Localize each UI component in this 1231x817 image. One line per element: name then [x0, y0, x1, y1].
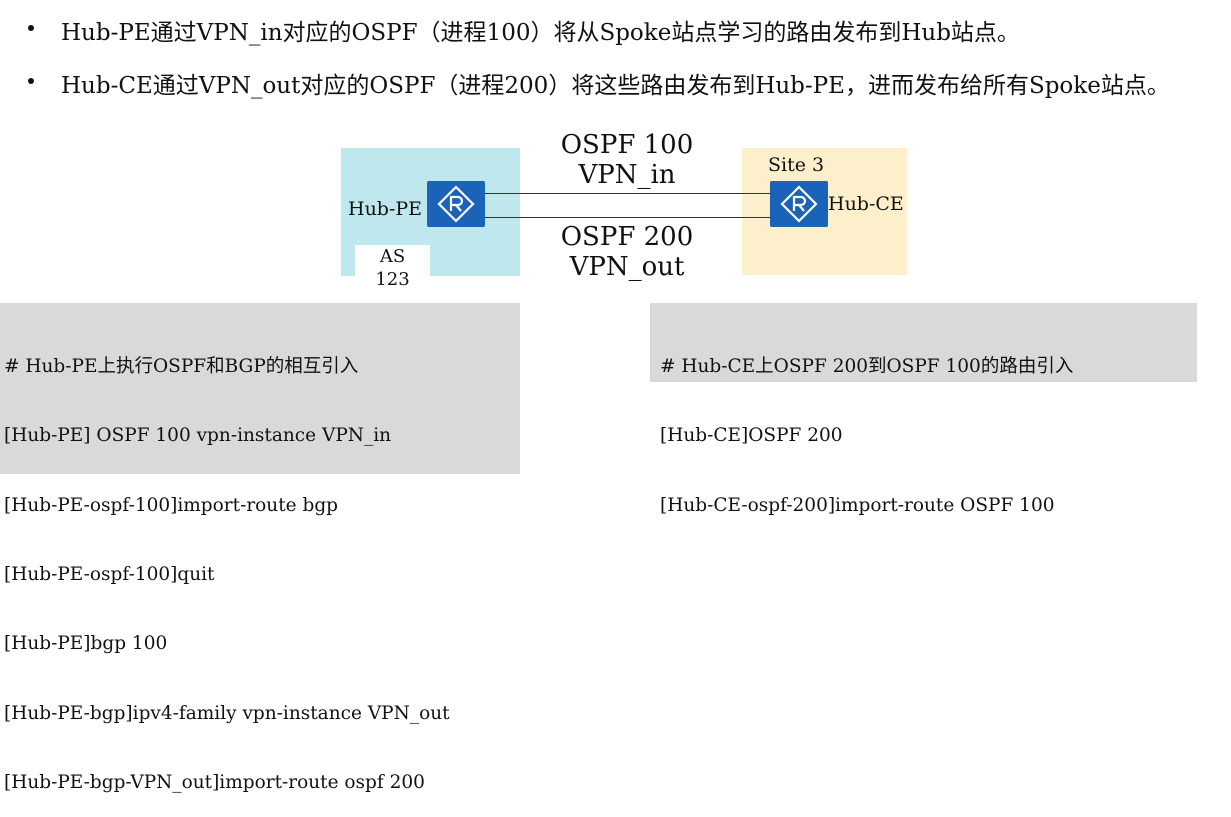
config-line: [Hub-PE-bgp-VPN_out]import-route ospf 20… [4, 771, 425, 793]
hub-pe-config-block: # Hub-PE上执行OSPF和BGP的相互引入 [Hub-PE] OSPF 1… [0, 303, 520, 793]
config-line: # Hub-PE上执行OSPF和BGP的相互引入 [4, 356, 359, 378]
link-vpn-in [485, 193, 770, 194]
bullet-dot-icon [28, 78, 34, 84]
hub-ce-label: Hub-CE [828, 193, 904, 215]
ospf-process-label: OSPF 100 [560, 130, 694, 160]
config-line: [Hub-PE] OSPF 100 vpn-instance VPN_in [4, 425, 392, 447]
vpn-instance-label: VPN_out [569, 252, 685, 282]
config-line: [Hub-PE]bgp 100 [4, 633, 168, 655]
config-line: [Hub-CE]OSPF 200 [660, 425, 843, 447]
hub-ce-config-block: # Hub-CE上OSPF 200到OSPF 100的路由引入 [Hub-CE]… [650, 303, 1197, 516]
hub-pe-label: Hub-PE [348, 198, 423, 220]
site-label: Site 3 [768, 154, 825, 176]
link-vpn-out [485, 217, 770, 218]
vpn-instance-label: VPN_in [578, 160, 676, 190]
as-label: AS [379, 246, 406, 267]
as-number: 123 [375, 269, 410, 290]
as-label-box: AS 123 [355, 245, 430, 291]
ospf-100-link-label: OSPF 100 VPN_in [537, 130, 717, 190]
config-line: [Hub-PE-ospf-100]import-route bgp [4, 494, 339, 516]
bullet-text: Hub-CE通过VPN_out对应的OSPF（进程200）将这些路由发布到Hub… [61, 73, 1170, 99]
config-line: [Hub-CE-ospf-200]import-route OSPF 100 [660, 494, 1055, 516]
ospf-process-label: OSPF 200 [560, 222, 694, 252]
bullet-text: Hub-PE通过VPN_in对应的OSPF（进程100）将从Spoke站点学习的… [61, 20, 1020, 46]
bullet-dot-icon [28, 25, 34, 31]
config-line: [Hub-PE-ospf-100]quit [4, 564, 215, 586]
config-line: [Hub-PE-bgp]ipv4-family vpn-instance VPN… [4, 702, 450, 724]
config-line: # Hub-CE上OSPF 200到OSPF 100的路由引入 [660, 356, 1074, 378]
hub-ce-router-icon [770, 181, 828, 227]
ospf-200-link-label: OSPF 200 VPN_out [537, 222, 717, 282]
hub-pe-router-icon [427, 181, 485, 227]
